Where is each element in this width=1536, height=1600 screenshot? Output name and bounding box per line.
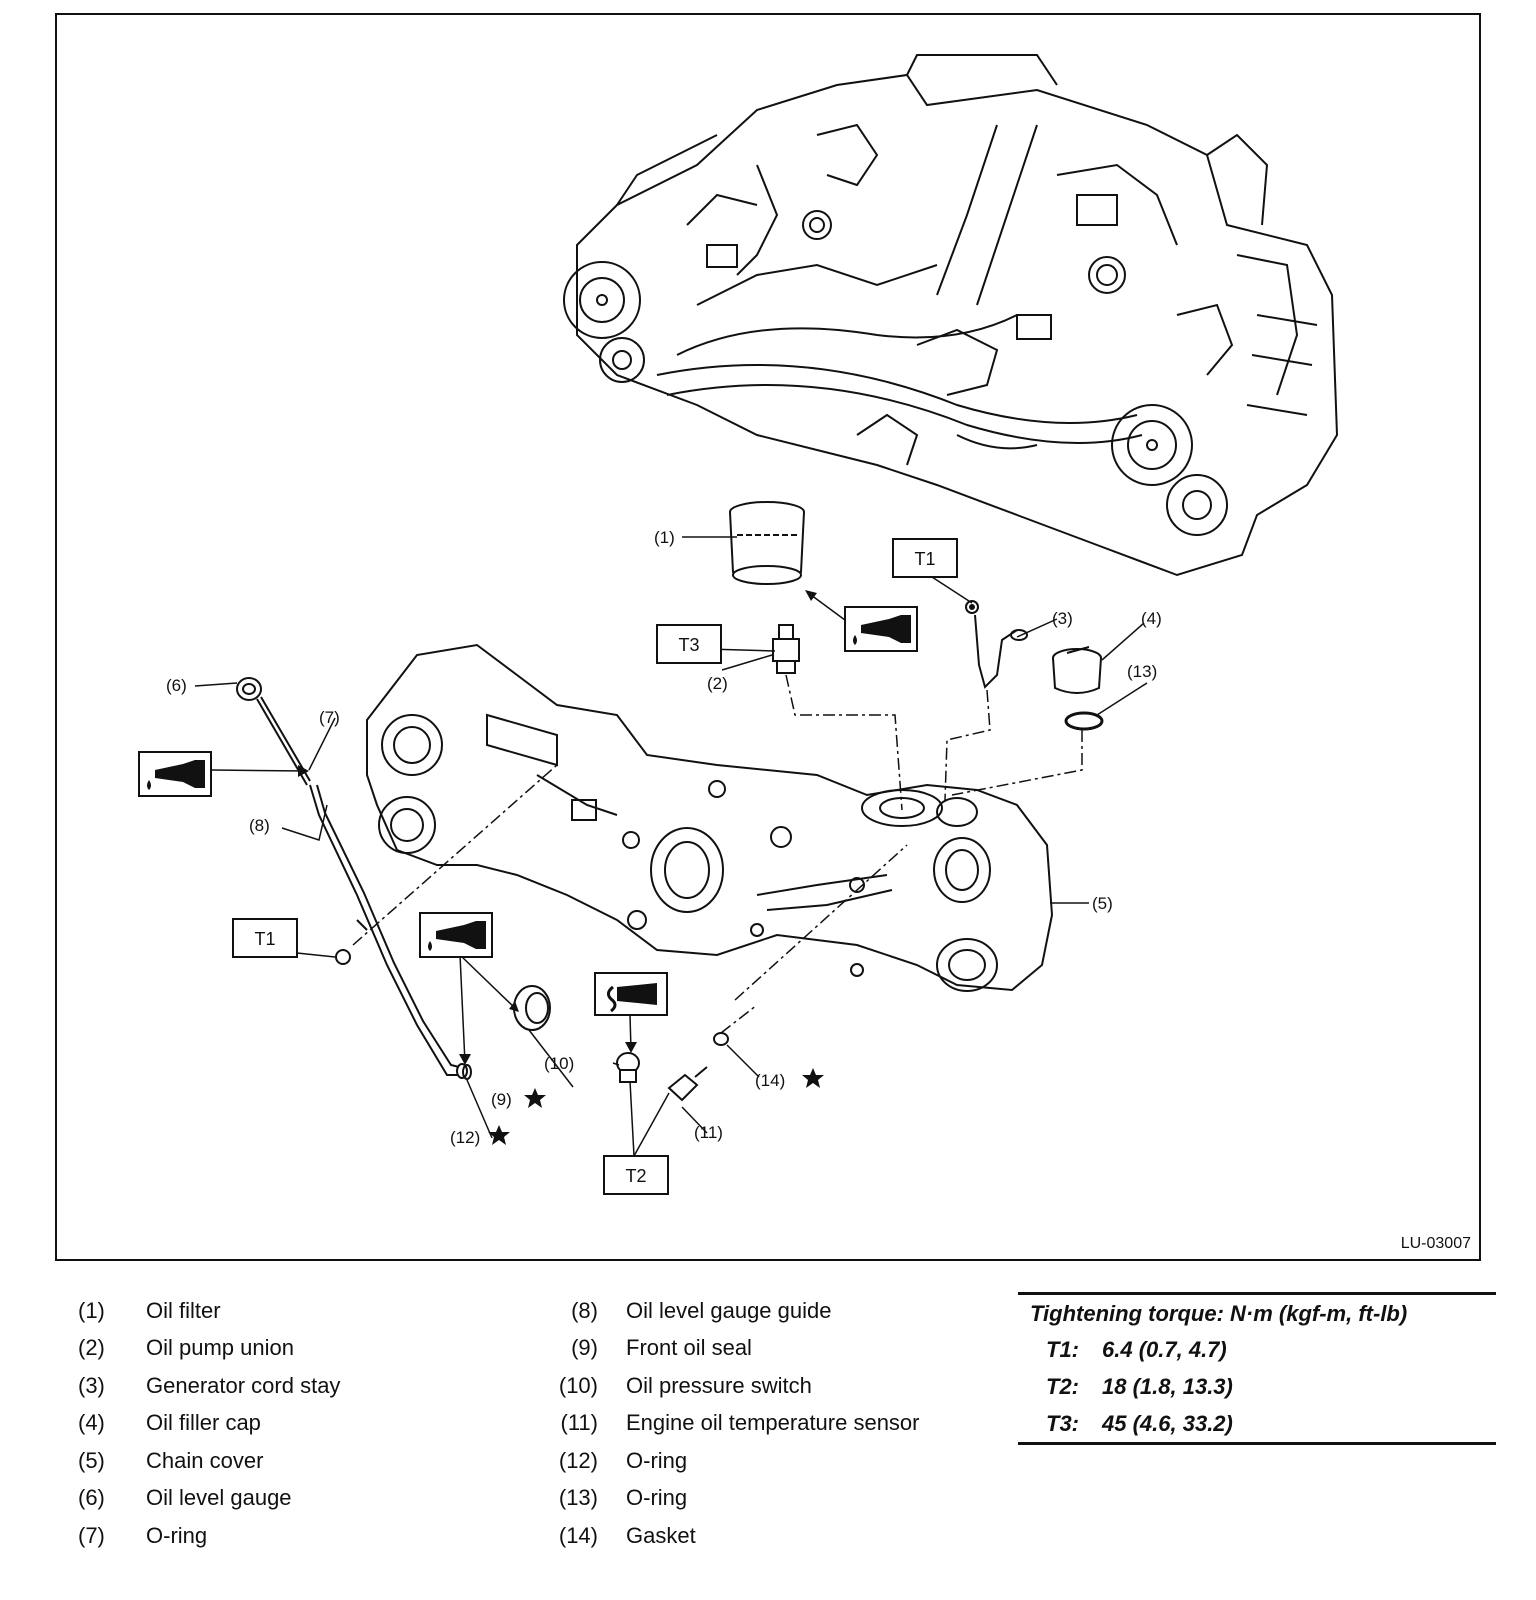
torque-box-t3: T3 [656,624,722,664]
legend-item: (11)Engine oil temperature sensor [560,1410,920,1436]
callout-2: (2) [707,674,728,693]
star-icon [802,1068,824,1088]
legend-item: (7)O-ring [78,1522,208,1548]
leader-lines [194,536,1148,1157]
figure-id: LU-03007 [1400,1235,1471,1252]
callout-7: (7) [319,708,340,727]
legend-item: (4)Oil filler cap [78,1410,261,1436]
callout-8: (8) [249,816,270,835]
legend-item: (12)O-ring [558,1447,688,1473]
replace-star-icons [488,1068,824,1145]
table-rule [1018,1292,1496,1295]
generator-cord-stay [965,600,1028,689]
torque-table-title: Tightening torque: N·m (kgf-m, ft-lb) [1030,1301,1408,1326]
callout-labels: (1) (2) (3) (4) (5) (6) (7) (8) (9) (10)… [166,528,1162,1147]
oil-apply-icon [419,912,493,958]
arrow-heads [298,590,817,1065]
callout-11: (11) [694,1123,723,1142]
callout-14: (14) [755,1071,785,1090]
torque-row: T1:6.4 (0.7, 4.7) [1046,1336,1227,1362]
callout-5: (5) [1092,894,1113,913]
oil-pressure-switch [616,1052,640,1083]
bolt-t1-guide [335,949,351,965]
callout-12: (12) [450,1128,480,1147]
exploded-diagram: T1 T1 T2 T3 (1) (2) (3) (4) (5) [55,13,1481,1261]
o-ring-12 [462,1064,472,1080]
callout-6: (6) [166,676,187,695]
chain-cover [366,643,1054,992]
torque-row: T2:18 (1.8, 13.3) [1046,1373,1233,1399]
sealant-apply-icon [594,972,668,1016]
table-rule [1018,1442,1496,1445]
callout-1: (1) [654,528,675,547]
engine-oil-temperature-sensor [667,1066,708,1102]
oil-pump-union [772,624,800,674]
callout-13: (13) [1127,662,1157,681]
callout-4: (4) [1141,609,1162,628]
tightening-torque-table: Tightening torque: N·m (kgf-m, ft-lb) T1… [1018,1292,1496,1445]
oil-apply-icon [844,606,918,652]
parts-legend-left: (1)Oil filter (2)Oil pump union (3)Gener… [78,1292,340,1555]
legend-item: (2)Oil pump union [78,1335,294,1361]
svg-text:T1: T1 [254,929,275,949]
callout-9: (9) [491,1090,512,1109]
svg-text:T2: T2 [625,1166,646,1186]
parts-legend-middle: (8)Oil level gauge guide (9)Front oil se… [548,1292,920,1555]
oil-filler-cap [1052,646,1102,694]
legend-item: (9)Front oil seal [571,1335,752,1361]
legend-item: (6)Oil level gauge [78,1485,292,1511]
legend-item: (5)Chain cover [78,1447,264,1473]
legend-item: (3)Generator cord stay [78,1372,341,1398]
torque-row: T3:45 (4.6, 33.2) [1046,1410,1233,1436]
star-icon [488,1125,510,1145]
engine-block [563,54,1339,577]
legend-item: (10)Oil pressure switch [558,1372,812,1398]
o-ring-13 [1064,711,1104,731]
oil-filter [729,501,805,585]
torque-box-t2: T2 [603,1155,669,1195]
legend-item: (8)Oil level gauge guide [571,1297,832,1323]
svg-text:T3: T3 [678,635,699,655]
front-oil-seal [513,985,551,1031]
svg-text:T1: T1 [914,549,935,569]
legend-item: (14)Gasket [558,1522,696,1548]
assembly-lines [352,674,1083,1034]
legend-item: (13)O-ring [558,1485,688,1511]
star-icon [524,1088,546,1108]
legend-item: (1)Oil filter [78,1297,221,1323]
torque-box-t1-top: T1 [892,538,958,578]
torque-box-t1-left: T1 [232,918,298,958]
callout-10: (10) [544,1054,574,1073]
bolt-t1-stay [969,604,975,610]
diagram-drawing: T1 T1 T2 T3 (1) (2) (3) (4) (5) [138,54,1339,1195]
gasket-14 [713,1032,729,1046]
oil-apply-icon [138,751,212,797]
callout-3: (3) [1052,609,1073,628]
